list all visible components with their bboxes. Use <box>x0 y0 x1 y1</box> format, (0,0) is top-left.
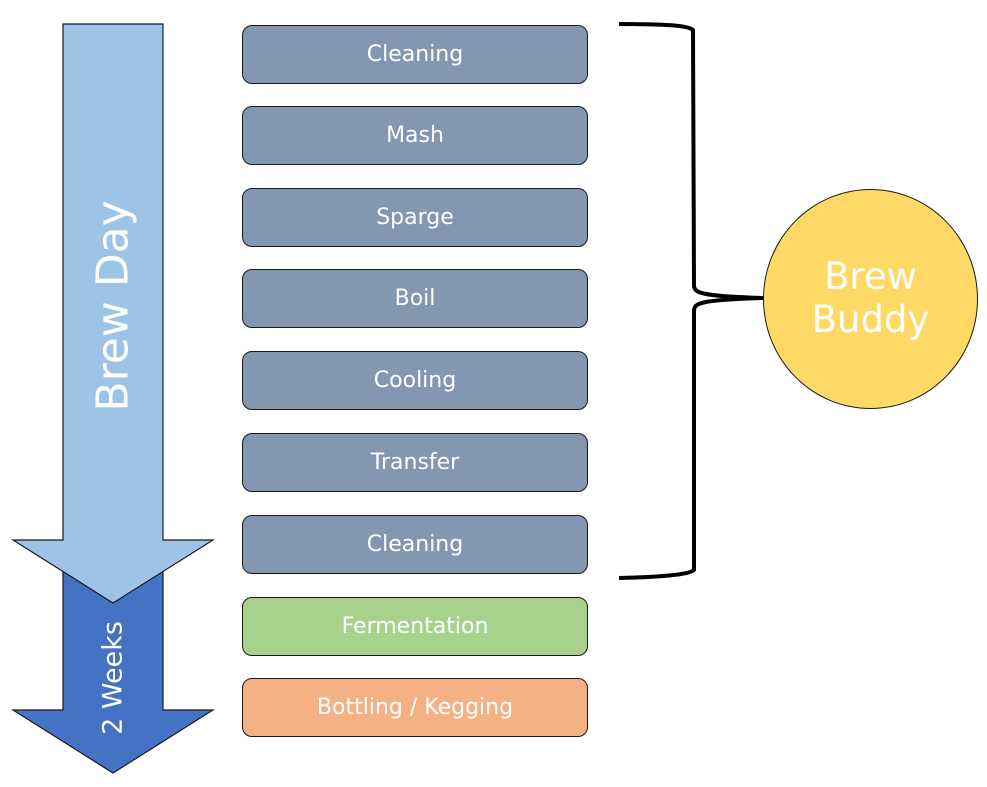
brew-buddy-line2: Buddy <box>811 298 930 341</box>
brew-day-arrow <box>10 23 216 604</box>
step-label: Bottling / Kegging <box>316 695 514 720</box>
step-box-mash: Mash <box>242 106 588 165</box>
step-label: Transfer <box>370 450 460 475</box>
step-box-boil: Boil <box>242 269 588 328</box>
step-label: Sparge <box>376 205 454 230</box>
grouping-brace <box>618 22 764 580</box>
step-label: Cleaning <box>366 532 464 557</box>
step-box-bottling: Bottling / Kegging <box>242 678 588 737</box>
step-box-cleaning: Cleaning <box>242 25 588 84</box>
step-label: Cleaning <box>366 42 464 67</box>
step-box-cooling: Cooling <box>242 351 588 410</box>
step-label: Cooling <box>373 368 457 393</box>
step-box-cleaning-2: Cleaning <box>242 515 588 574</box>
brew-day-label: Brew Day <box>87 200 139 412</box>
step-label: Mash <box>386 123 444 148</box>
brew-buddy-line1: Brew <box>824 255 917 299</box>
step-box-transfer: Transfer <box>242 433 588 492</box>
two-weeks-arrow <box>10 559 216 774</box>
two-weeks-label: 2 Weeks <box>97 621 129 735</box>
step-box-sparge: Sparge <box>242 188 588 247</box>
step-box-fermentation: Fermentation <box>242 597 588 656</box>
step-label: Fermentation <box>341 614 489 639</box>
step-label: Boil <box>394 286 436 311</box>
brew-buddy-circle: Brew Buddy <box>763 189 978 409</box>
